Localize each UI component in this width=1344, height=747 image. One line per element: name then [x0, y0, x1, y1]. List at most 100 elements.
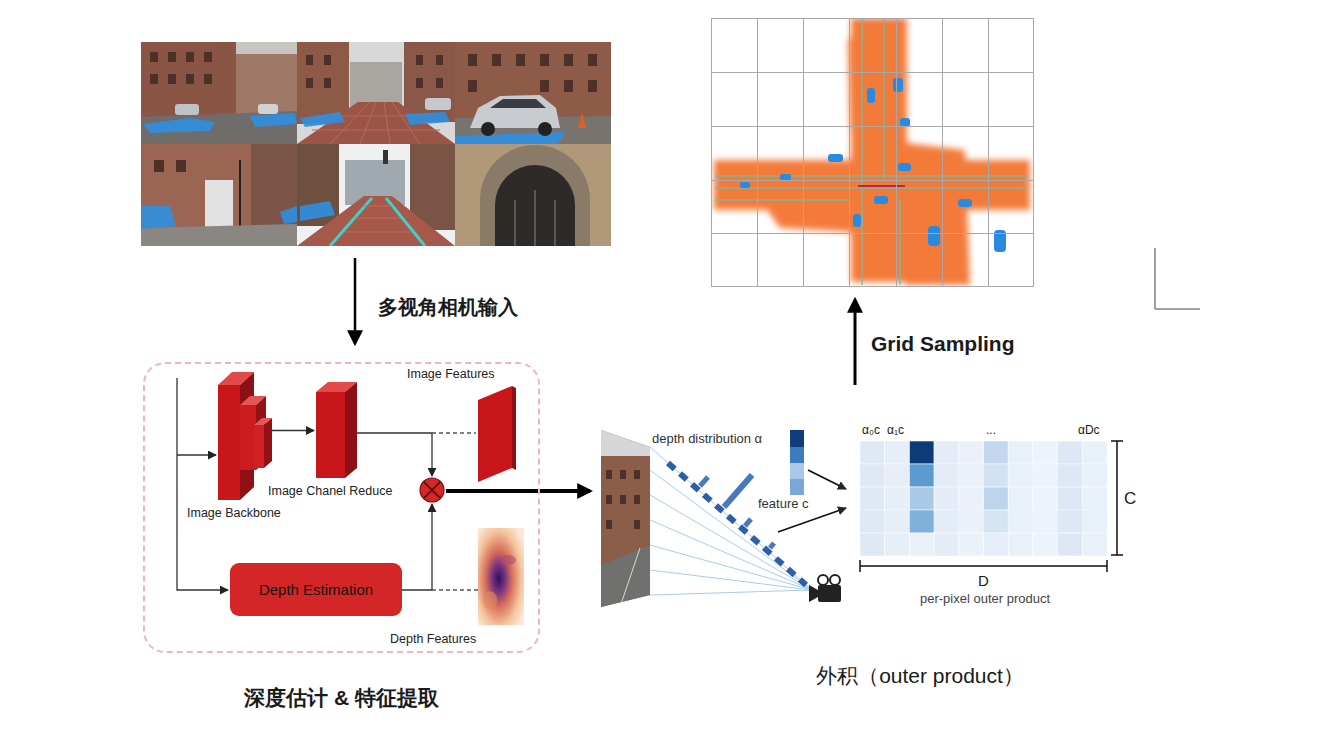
- matrix-cell: [959, 510, 984, 533]
- bev-map: [867, 88, 875, 103]
- camera-frustum: [634, 470, 640, 479]
- backbone-block: Image Backbone: [215, 368, 272, 500]
- corner-mark: [1155, 248, 1200, 309]
- camera-frustum: [601, 430, 651, 456]
- camera-photos: [154, 160, 164, 172]
- multiply-symbol: [420, 478, 444, 502]
- camera-frustum: [700, 477, 774, 548]
- matrix-cell: [959, 533, 984, 556]
- camera-photos: [455, 42, 611, 144]
- camera-icon: [818, 585, 841, 602]
- channel-reduce-block-shape: [314, 381, 357, 480]
- matrix-cell: [934, 441, 959, 464]
- dimension-brackets: [860, 441, 1123, 572]
- depth-heatmap: Depth Features: [478, 528, 524, 625]
- flow-arrow: [446, 489, 590, 493]
- matrix-cell: [1082, 464, 1107, 487]
- annotation-text: depth distribution α: [652, 432, 762, 447]
- bev-map: [740, 182, 750, 188]
- camera-photos: [468, 80, 477, 92]
- matrix-cell: [959, 487, 984, 510]
- matrix-cell: [1008, 464, 1033, 487]
- camera-photos: [141, 224, 297, 246]
- dimension-brackets: [1111, 441, 1123, 555]
- matrix-cell: [885, 464, 910, 487]
- camera-photos: [416, 55, 423, 65]
- matrix-cell: [1008, 487, 1033, 510]
- matrix-cell: [860, 464, 885, 487]
- bev-map: [714, 18, 1030, 285]
- matrix-cell: [1082, 510, 1107, 533]
- bev-map: [893, 78, 903, 92]
- camera-photos: [490, 99, 546, 108]
- camera-photos: [540, 54, 549, 66]
- camera-frustum: [601, 430, 846, 610]
- camera-frustum: [778, 508, 846, 532]
- matrix-cell: [909, 487, 934, 510]
- camera-frustum: [620, 548, 640, 607]
- connector-arrow: [272, 430, 314, 431]
- feature-vector: [790, 430, 804, 447]
- backbone-block-shape: [215, 368, 272, 500]
- camera-photos: [306, 55, 313, 65]
- camera-photos: [297, 144, 455, 246]
- bev-map: [928, 226, 940, 246]
- camera-frustum: [606, 495, 612, 504]
- camera-photos: [588, 80, 597, 92]
- matrix-cell: [860, 510, 885, 533]
- camera-photos: [236, 54, 297, 114]
- matrix-cell: [1058, 441, 1083, 464]
- backbone-block-shape: [264, 418, 272, 468]
- depth-heatmap-shape: [483, 591, 497, 609]
- camera-photos: [204, 52, 212, 62]
- matrix-cell: [1033, 487, 1058, 510]
- camera-photos: [455, 144, 611, 246]
- backbone-block-shape: [254, 425, 264, 468]
- camera-frustum: [601, 430, 651, 610]
- multiply-symbol: [424, 482, 440, 498]
- camera-frustum: [668, 463, 806, 585]
- bev-map: [900, 118, 910, 127]
- bev-map: [780, 174, 791, 180]
- matrix-cell: [1033, 441, 1058, 464]
- camera-photos: [186, 74, 194, 84]
- camera-photos: [150, 52, 158, 62]
- camera-frustum: [634, 520, 640, 529]
- bev-map: [758, 18, 989, 287]
- camera-photos: [297, 42, 455, 144]
- matrix-cell: [885, 441, 910, 464]
- camera-icon: [818, 575, 828, 585]
- camera-photos: [480, 145, 590, 246]
- bev-map: [712, 19, 1034, 287]
- camera-photos: [141, 144, 297, 246]
- camera-photos: [436, 55, 443, 65]
- matrix-cell: [1082, 487, 1107, 510]
- matrix-cell: [860, 441, 885, 464]
- camera-photos: [141, 42, 297, 144]
- bev-map: [958, 199, 972, 207]
- wires: [402, 504, 432, 590]
- camera-photos: [300, 112, 345, 127]
- camera-photos: [383, 150, 388, 164]
- camera-photos: [141, 144, 251, 230]
- camera-photos: [141, 42, 236, 117]
- camera-photos: [481, 122, 495, 136]
- step-label: 多视角相机输入: [378, 296, 518, 319]
- camera-frustum: [620, 470, 626, 479]
- dimension-brackets: [860, 560, 1107, 572]
- channel-reduce-block-shape: [316, 392, 345, 478]
- bev-map: [715, 18, 1028, 285]
- camera-photos: [425, 98, 451, 110]
- camera-photos: [141, 42, 611, 246]
- column-label: αDc: [1078, 424, 1100, 438]
- backbone-block-shape: [240, 405, 256, 470]
- bev-map: [711, 73, 1034, 234]
- bev-map: [740, 78, 1006, 252]
- channel-reduce-block-shape: [345, 382, 357, 478]
- column-label: α₀c: [862, 424, 880, 438]
- matrix-cell: [1008, 510, 1033, 533]
- depth-heatmap-shape: [500, 555, 516, 565]
- matrix-cell: [1058, 487, 1083, 510]
- matrix-cell: [1058, 533, 1083, 556]
